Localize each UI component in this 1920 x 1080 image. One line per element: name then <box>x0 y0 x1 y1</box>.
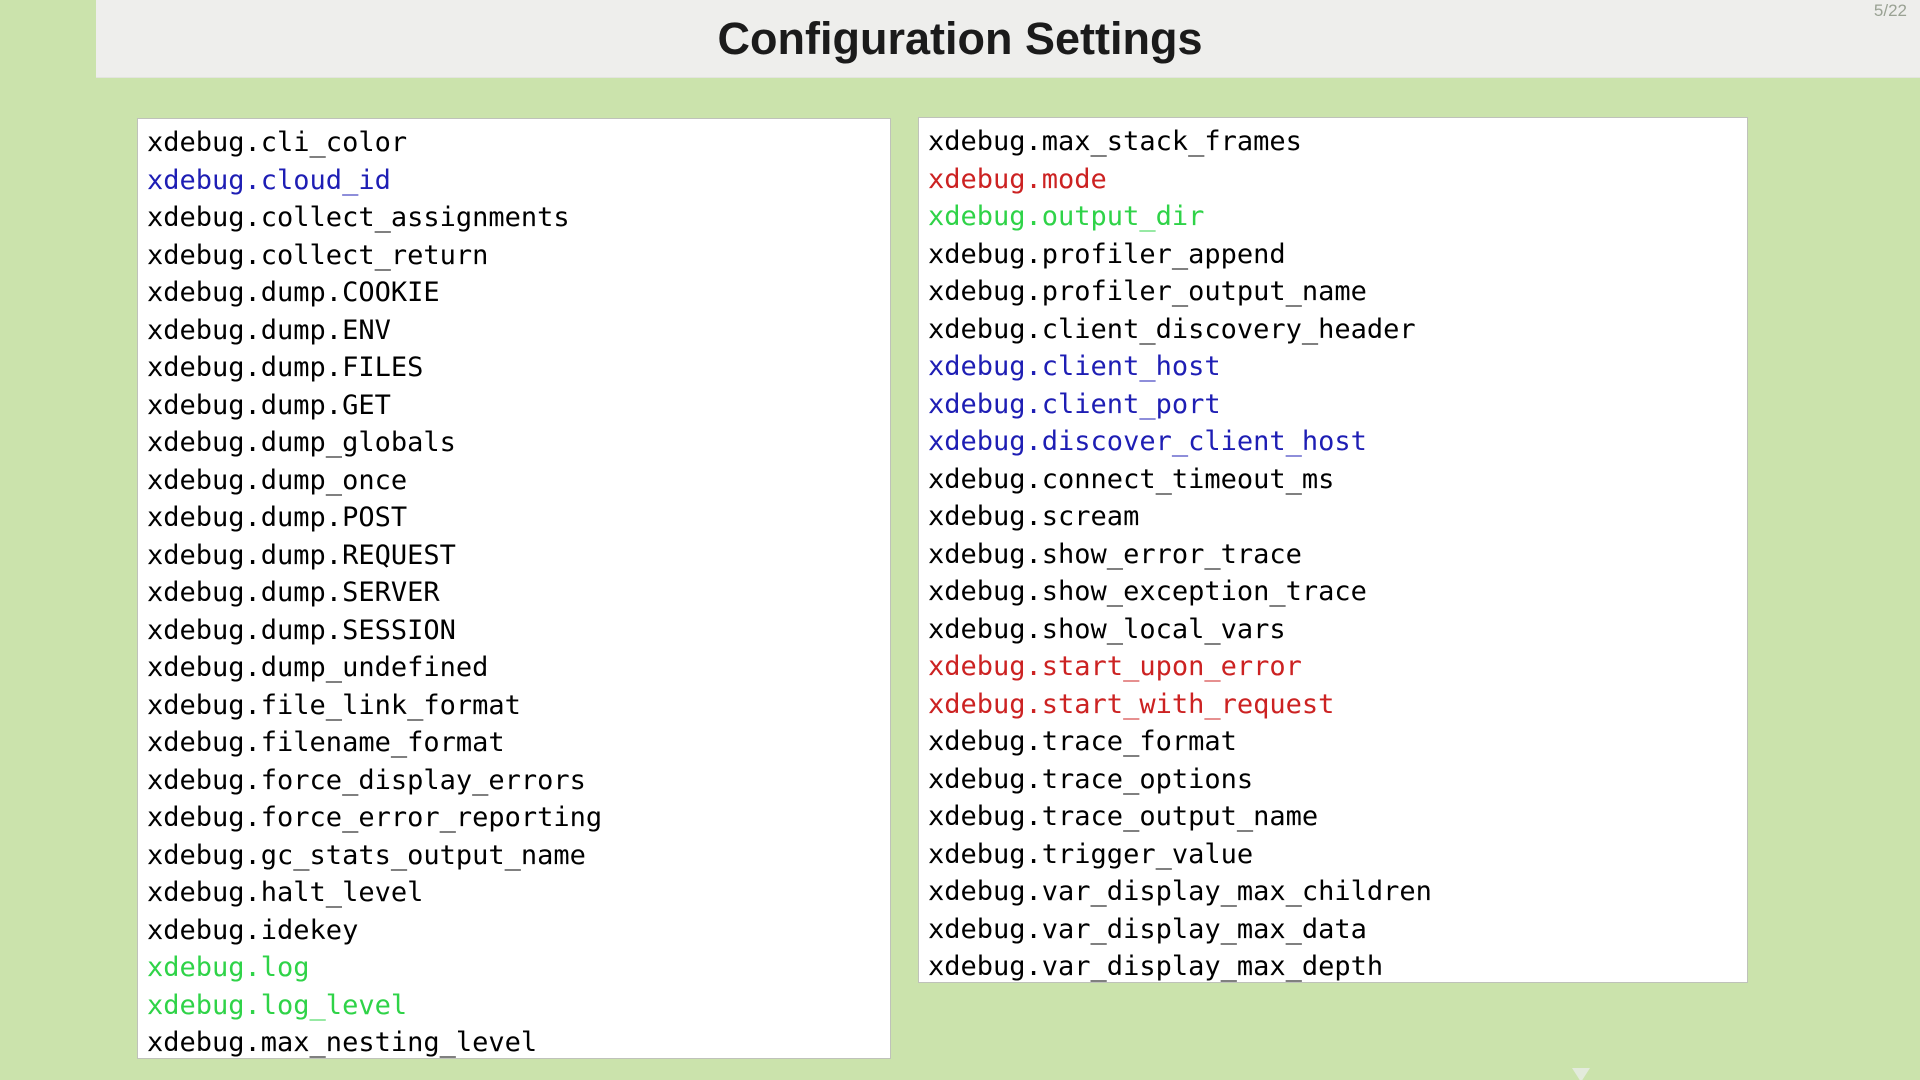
setting-item: xdebug.dump.FILES <box>147 352 424 383</box>
setting-item: xdebug.force_display_errors <box>147 764 586 796</box>
setting-item: xdebug.show_error_trace <box>928 538 1302 570</box>
setting-item: xdebug.dump.REQUEST <box>147 539 456 571</box>
setting-item: xdebug.dump.GET <box>147 389 391 421</box>
setting-item: xdebug.dump_undefined <box>147 652 489 683</box>
setting-item: xdebug.show_exception_trace <box>928 576 1367 607</box>
setting-item: xdebug.connect_timeout_ms <box>928 463 1335 495</box>
setting-item: xdebug.max_stack_frames <box>928 126 1302 157</box>
setting-item: xdebug.dump.SESSION <box>147 614 456 646</box>
setting-item: xdebug.discover_client_host <box>928 426 1367 457</box>
setting-item: xdebug.gc_stats_output_name <box>147 839 586 871</box>
setting-item: xdebug.trigger_value <box>928 838 1254 870</box>
setting-item: xdebug.profiler_append <box>928 238 1286 270</box>
setting-item: xdebug.dump.SERVER <box>147 577 440 608</box>
setting-item: xdebug.force_error_reporting <box>147 802 603 833</box>
setting-item: xdebug.filename_format <box>147 727 505 758</box>
setting-item: xdebug.collect_return <box>147 239 489 271</box>
setting-item: xdebug.var_display_max_data <box>928 913 1367 945</box>
settings-panel-left: xdebug.cli_color xdebug.cloud_id xdebug.co… <box>137 118 891 1059</box>
setting-item: xdebug.profiler_output_name <box>928 276 1367 307</box>
setting-item: xdebug.start_upon_error <box>928 651 1302 682</box>
setting-item: xdebug.log_level <box>147 989 408 1021</box>
page-indicator: 5/22 <box>1873 1 1907 20</box>
setting-item: xdebug.cloud_id <box>147 164 391 196</box>
setting-item: xdebug.trace_format <box>928 726 1237 757</box>
settings-panel-right: xdebug.max_stack_frames xdebug.mode xdebug… <box>918 117 1748 983</box>
setting-item: xdebug.mode <box>928 163 1107 195</box>
setting-item: xdebug.dump.COOKIE <box>147 277 440 308</box>
setting-item: xdebug.collect_assignments <box>147 202 570 233</box>
setting-item: xdebug.cli_color <box>147 127 408 158</box>
mouse-cursor <box>1572 1068 1590 1080</box>
setting-item: xdebug.scream <box>928 501 1140 532</box>
page-title: Configuration Settings <box>717 13 1203 64</box>
setting-item: xdebug.var_display_max_children <box>928 876 1432 907</box>
header-bar: Configuration Settings <box>96 0 1920 78</box>
setting-item: xdebug.show_local_vars <box>928 613 1286 645</box>
setting-item: xdebug.file_link_format <box>147 689 521 721</box>
setting-item: xdebug.log <box>147 952 310 983</box>
setting-item: xdebug.output_dir <box>928 201 1205 232</box>
setting-item: xdebug.trace_output_name <box>928 801 1319 832</box>
setting-item: xdebug.trace_options <box>928 763 1254 795</box>
setting-item: xdebug.dump_globals <box>147 427 456 458</box>
setting-item: xdebug.client_host <box>928 351 1221 382</box>
setting-item: xdebug.max_nesting_level <box>147 1027 538 1058</box>
setting-item: xdebug.dump.ENV <box>147 314 391 346</box>
setting-item: xdebug.client_discovery_header <box>928 313 1416 345</box>
setting-item: xdebug.client_port <box>928 388 1221 420</box>
setting-item: xdebug.halt_level <box>147 877 424 908</box>
setting-item: xdebug.idekey <box>147 914 359 946</box>
setting-item: xdebug.dump.POST <box>147 502 408 533</box>
setting-item: xdebug.start_with_request <box>928 688 1335 720</box>
setting-item: xdebug.var_display_max_depth <box>928 951 1384 982</box>
setting-item: xdebug.dump_once <box>147 464 408 496</box>
